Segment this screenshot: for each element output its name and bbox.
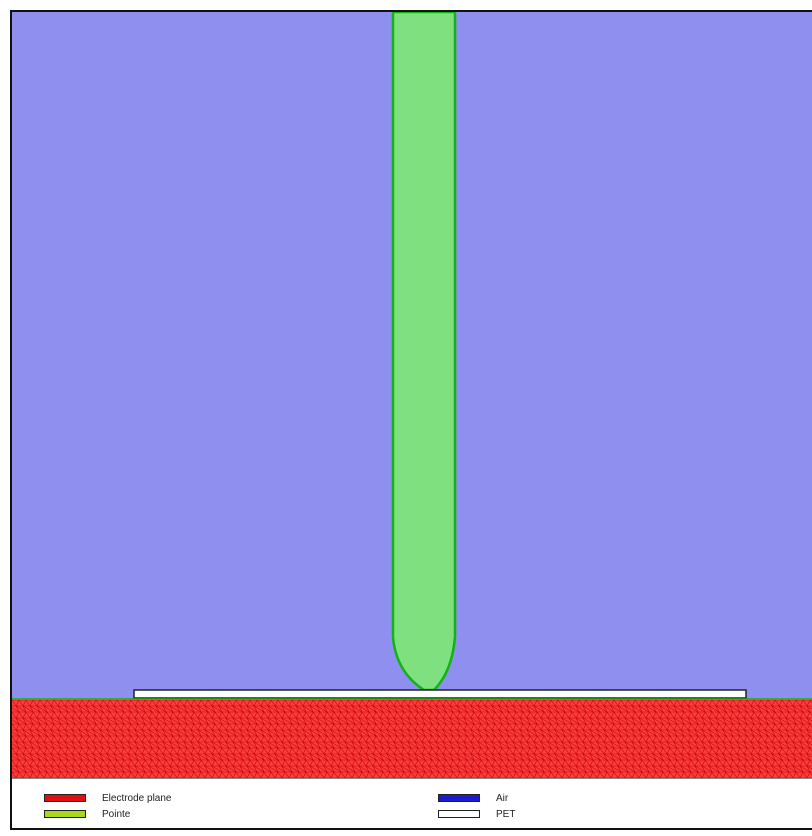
legend-item-pet: PET bbox=[438, 807, 515, 821]
legend-label: Air bbox=[496, 792, 509, 804]
legend-item-air: Air bbox=[438, 791, 508, 805]
mesh-edges bbox=[12, 700, 812, 778]
finite-element-mesh bbox=[12, 12, 812, 778]
legend-item-electrode-plane: Electrode plane bbox=[44, 791, 172, 805]
electrode-mesh-lines bbox=[12, 700, 812, 778]
pet-layer bbox=[133, 689, 747, 699]
legend-label: Electrode plane bbox=[102, 792, 172, 804]
red-swatch-icon bbox=[44, 794, 86, 802]
pointe-region bbox=[393, 12, 455, 690]
legend: Electrode plane Pointe Air PET bbox=[12, 778, 812, 828]
legend-item-pointe: Pointe bbox=[44, 807, 130, 821]
legend-label: PET bbox=[496, 808, 516, 820]
white-swatch-icon bbox=[438, 810, 480, 818]
blue-swatch-icon bbox=[438, 794, 480, 802]
mesh-figure: Electrode plane Pointe Air PET bbox=[10, 10, 812, 830]
legend-label: Pointe bbox=[102, 808, 131, 820]
yellow-green-swatch-icon bbox=[44, 810, 86, 818]
